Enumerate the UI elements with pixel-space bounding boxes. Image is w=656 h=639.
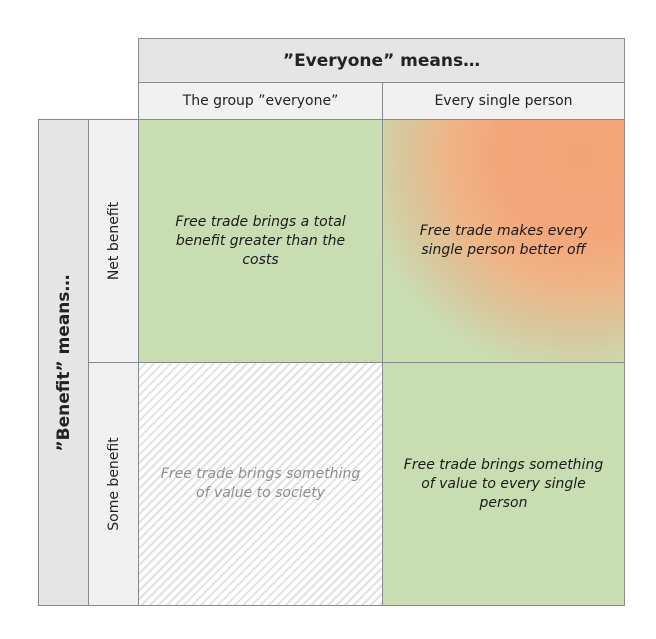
column-header-group: The group ”everyone” xyxy=(138,82,383,120)
cell-net-benefit-individual: Free trade makes every single person bet… xyxy=(382,119,625,363)
row-header-some-text: Some benefit xyxy=(105,437,122,531)
cell-net-benefit-individual-text: Free trade makes every single person bet… xyxy=(419,223,588,258)
cell-some-benefit-individual-text: Free trade brings something of value to … xyxy=(403,456,604,511)
row-header-net-text: Net benefit xyxy=(105,201,122,281)
column-header-group-text: The group ”everyone” xyxy=(182,93,339,109)
cell-some-benefit-group-text: Free trade brings something of value to … xyxy=(160,466,361,501)
cell-some-benefit-group: Free trade brings something of value to … xyxy=(138,362,383,606)
row-header-some: Some benefit xyxy=(88,362,139,606)
row-header-net: Net benefit xyxy=(88,119,139,363)
cell-some-benefit-individual: Free trade brings something of value to … xyxy=(382,362,625,606)
column-group-title: ”Everyone” means… xyxy=(138,38,625,83)
cell-net-benefit-group: Free trade brings a total benefit greate… xyxy=(138,119,383,363)
column-group-title-text: ”Everyone” means… xyxy=(282,50,481,71)
row-group-title: ”Benefit” means… xyxy=(38,119,89,606)
column-header-individual: Every single person xyxy=(382,82,625,120)
cell-net-benefit-group-text: Free trade brings a total benefit greate… xyxy=(175,213,346,268)
row-group-title-text: ”Benefit” means… xyxy=(53,273,74,452)
column-header-individual-text: Every single person xyxy=(434,93,573,109)
